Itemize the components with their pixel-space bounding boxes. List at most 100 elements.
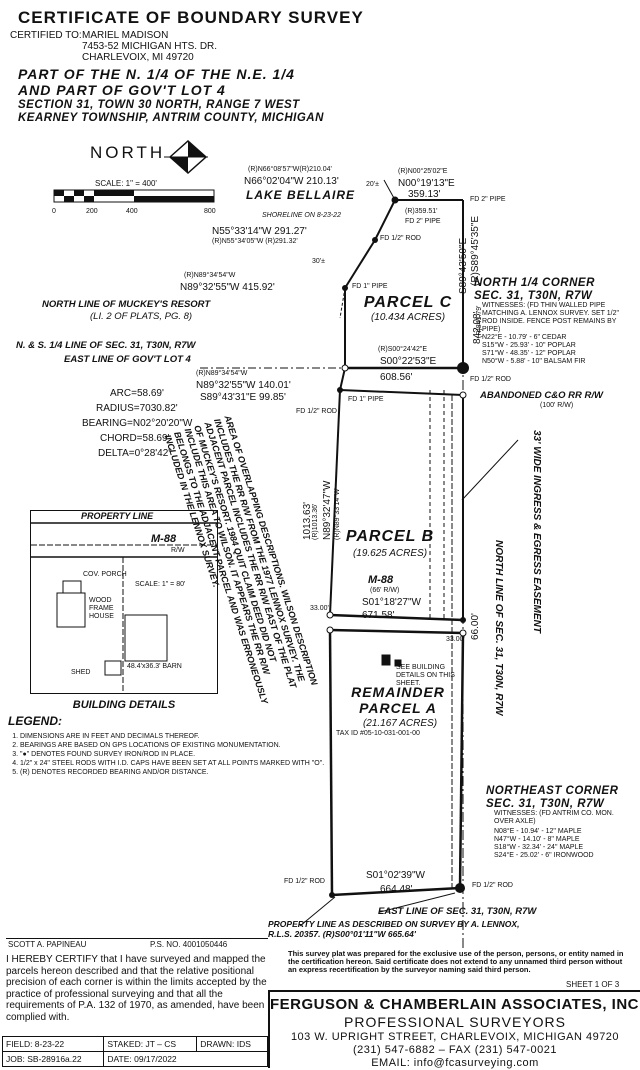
- bearing-5: N89°32'55"W 140.01': [196, 380, 291, 391]
- ne-corner-item-3: S18°W - 32.34' - 24" MAPLE: [494, 844, 584, 851]
- building-note: SEE BUILDING DETAILS ON THIS SHEET.: [396, 664, 455, 687]
- ne-corner-item-2: N47°W - 14.10' - 8" MAPLE: [494, 836, 580, 843]
- field-date: FIELD: 8-23-22: [1, 1036, 105, 1052]
- certified-to-label: CERTIFIED TO:: [10, 30, 82, 41]
- pipe-label-3: FD 1" PIPE: [352, 283, 388, 290]
- record-359: (R)359.51': [405, 208, 438, 215]
- survey-title: CERTIFICATE OF BOUNDARY SURVEY: [18, 8, 364, 27]
- building-porch: COV. PORCH: [83, 571, 127, 578]
- rod-label-2: FD 1/2" ROD: [470, 376, 511, 383]
- parcel-a-acres: (21.167 ACRES): [362, 718, 438, 729]
- rod-label-4: FD 1/2" ROD: [284, 878, 325, 885]
- east-bearing-record: (R)S89°45'35"E: [470, 215, 481, 286]
- ne-corner-item-4: S24°E - 25.02' - 6" IRONWOOD: [494, 852, 594, 859]
- bearing-3: N55°33'14"W 291.27': [212, 226, 307, 237]
- parcel-c-name: PARCEL C: [363, 294, 453, 311]
- legend-item: DIMENSIONS ARE IN FEET AND DECIMALS THER…: [20, 732, 268, 741]
- legend-item: "●" DENOTES FOUND SURVEY IRON/ROD IN PLA…: [20, 750, 268, 759]
- bearing-7-record: (R)S00°24'42"E: [378, 346, 428, 353]
- dim-33-west: 33.00': [310, 605, 329, 612]
- ne-corner-title-2: SEC. 31, T30N, R7W: [486, 798, 605, 810]
- ne-corner-witness: WITNESSES: (FD ANTRIM CO. MON. OVER AXLE…: [494, 810, 614, 825]
- ne-corner-title: NORTHEAST CORNER: [486, 785, 619, 797]
- plat-date: DATE: 09/17/2022: [103, 1051, 268, 1067]
- building-rw: R/W: [171, 547, 185, 554]
- bearing-5-record: (R)N89°34'54"W: [196, 370, 248, 377]
- bearing-7: S00°22'53"E: [380, 356, 437, 367]
- bearing-4-record: (R)N89°34'54"W: [184, 272, 236, 279]
- north-quarter-item-3: S71°W - 48.35' - 12" POPLAR: [482, 350, 576, 357]
- firm-block: FERGUSON & CHAMBERLAIN ASSOCIATES, INC. …: [268, 990, 640, 1069]
- easement-label: 33' WIDE INGRESS & EGRESS EASEMENT: [531, 430, 542, 633]
- rod-label-1: FD 1/2" ROD: [380, 235, 421, 242]
- curve-arc: ARC=58.69': [110, 388, 164, 399]
- building-m88: M-88: [151, 533, 177, 545]
- twenty-ft-label: 20'±: [366, 181, 379, 188]
- building-property-line: PROPERTY LINE: [81, 511, 154, 521]
- bearing-1: N66°02'04"W 210.13': [244, 176, 339, 187]
- shoreline-label: SHORELINE ON 8-23-22: [262, 212, 341, 219]
- exclusive-use-notice: This survey plat was prepared for the ex…: [288, 949, 624, 974]
- legend-item: BEARINGS ARE BASED ON GPS LOCATIONS OF E…: [20, 741, 281, 750]
- north-quarter-item-2: S15°W - 25.93' - 10" POPLAR: [482, 342, 576, 349]
- curve-bearing: BEARING=N02°20'20"W: [82, 418, 193, 429]
- east-lot4-label: EAST LINE OF GOV'T LOT 4: [64, 354, 191, 365]
- surveyor-ps-no: P.S. NO. 4001050446: [150, 940, 228, 949]
- bearing-3-record: (R)N55°34'05"W (R)291.32': [212, 238, 298, 245]
- building-details-inset: PROPERTY LINE M-88 R/W COV. PORCH WOOD F…: [30, 510, 218, 711]
- tax-id: TAX ID #05-10-031-001-00: [336, 730, 420, 737]
- building-details-drawing: [31, 522, 217, 693]
- muckey-label-2: (LI. 2 OF PLATS, PG. 8): [90, 311, 193, 322]
- certified-line-2: 7453-52 MICHIGAN HTS. DR.: [82, 41, 218, 52]
- parcel-a-name: REMAINDER PARCEL A: [351, 684, 445, 716]
- legend-item: (R) DENOTES RECORDED BEARING AND/OR DIST…: [20, 768, 268, 777]
- west-dist-record: (R)1013.36': [312, 503, 319, 540]
- surveyor-name: SCOTT A. PAPINEAU: [8, 940, 87, 949]
- north-quarter-title: NORTH 1/4 CORNER: [474, 277, 595, 289]
- west-bearing-record: (R)N89°33'14"W: [334, 488, 341, 540]
- north-quarter-item-1: N22°E - 10.79' - 6" CEDAR: [482, 334, 567, 341]
- firm-subtitle: PROFESSIONAL SURVEYORS: [344, 1014, 566, 1030]
- lennox-line-1: PROPERTY LINE AS DESCRIBED ON SURVEY BY …: [268, 919, 520, 929]
- curve-delta: DELTA=0°28'42": [98, 448, 172, 459]
- staked-by: STAKED: JT – CS: [103, 1036, 198, 1052]
- section-line-1: SECTION 31, TOWN 30 NORTH, RANGE 7 WEST: [18, 99, 300, 111]
- cert-divider: [6, 938, 268, 939]
- building-scale: SCALE: 1" = 80': [135, 581, 186, 588]
- certification-text: I HEREBY CERTIFY that I have surveyed an…: [6, 954, 267, 1023]
- muckey-label: NORTH LINE OF MUCKEY'S RESORT: [42, 299, 211, 310]
- north-arrow-icon: [164, 139, 208, 175]
- abandoned-rr-width: (100' R/W): [540, 402, 574, 409]
- scale-tick-200: 200: [86, 208, 98, 215]
- section-line-2: KEARNEY TOWNSHIP, ANTRIM COUNTY, MICHIGA…: [18, 112, 324, 124]
- certified-line-1: MARIEL MADISON: [82, 30, 169, 41]
- drawn-by: DRAWN: IDS: [196, 1036, 268, 1052]
- dim-66: 66.00': [470, 613, 481, 640]
- bearing-2-dist: 359.13': [408, 189, 441, 200]
- scale-tick-400: 400: [126, 208, 138, 215]
- scale-bar: [53, 189, 215, 203]
- bearing-9-dist: 664.48': [380, 884, 413, 895]
- scale-label: SCALE: 1" = 400': [95, 179, 157, 188]
- bearing-6: S89°43'31"E 99.85': [200, 392, 286, 403]
- ne-corner-item-1: N08°E - 10.94' - 12" MAPLE: [494, 828, 582, 835]
- parcel-b-acres: (19.625 ACRES): [352, 548, 428, 559]
- part-line-2: AND PART OF GOV'T LOT 4: [18, 82, 226, 98]
- scale-tick-800: 800: [204, 208, 216, 215]
- rod-label-3: FD 1/2" ROD: [296, 408, 337, 415]
- scale-tick-0: 0: [52, 208, 56, 215]
- bearing-8-dist: 671.58': [362, 610, 395, 621]
- building-barn: 48.4'x36.3' BARN: [127, 663, 182, 670]
- east-line-sec-label: EAST LINE OF SEC. 31, T30N, R7W: [378, 906, 537, 917]
- curve-radius: RADIUS=7030.82': [96, 403, 178, 414]
- firm-name: FERGUSON & CHAMBERLAIN ASSOCIATES, INC.: [270, 996, 640, 1013]
- north-quarter-title-2: SEC. 31, T30N, R7W: [474, 290, 593, 302]
- m88-label: M-88: [368, 574, 394, 586]
- firm-phone: (231) 547-6882 – FAX (231) 547-0021: [352, 1044, 558, 1056]
- firm-address: 103 W. UPRIGHT STREET, CHARLEVOIX, MICHI…: [290, 1031, 620, 1043]
- certified-line-3: CHARLEVOIX, MI 49720: [82, 52, 194, 63]
- pipe-label-4: FD 1" PIPE: [348, 396, 384, 403]
- pipe-label-1: FD 2" PIPE: [470, 196, 506, 203]
- plat-linework: [200, 179, 519, 950]
